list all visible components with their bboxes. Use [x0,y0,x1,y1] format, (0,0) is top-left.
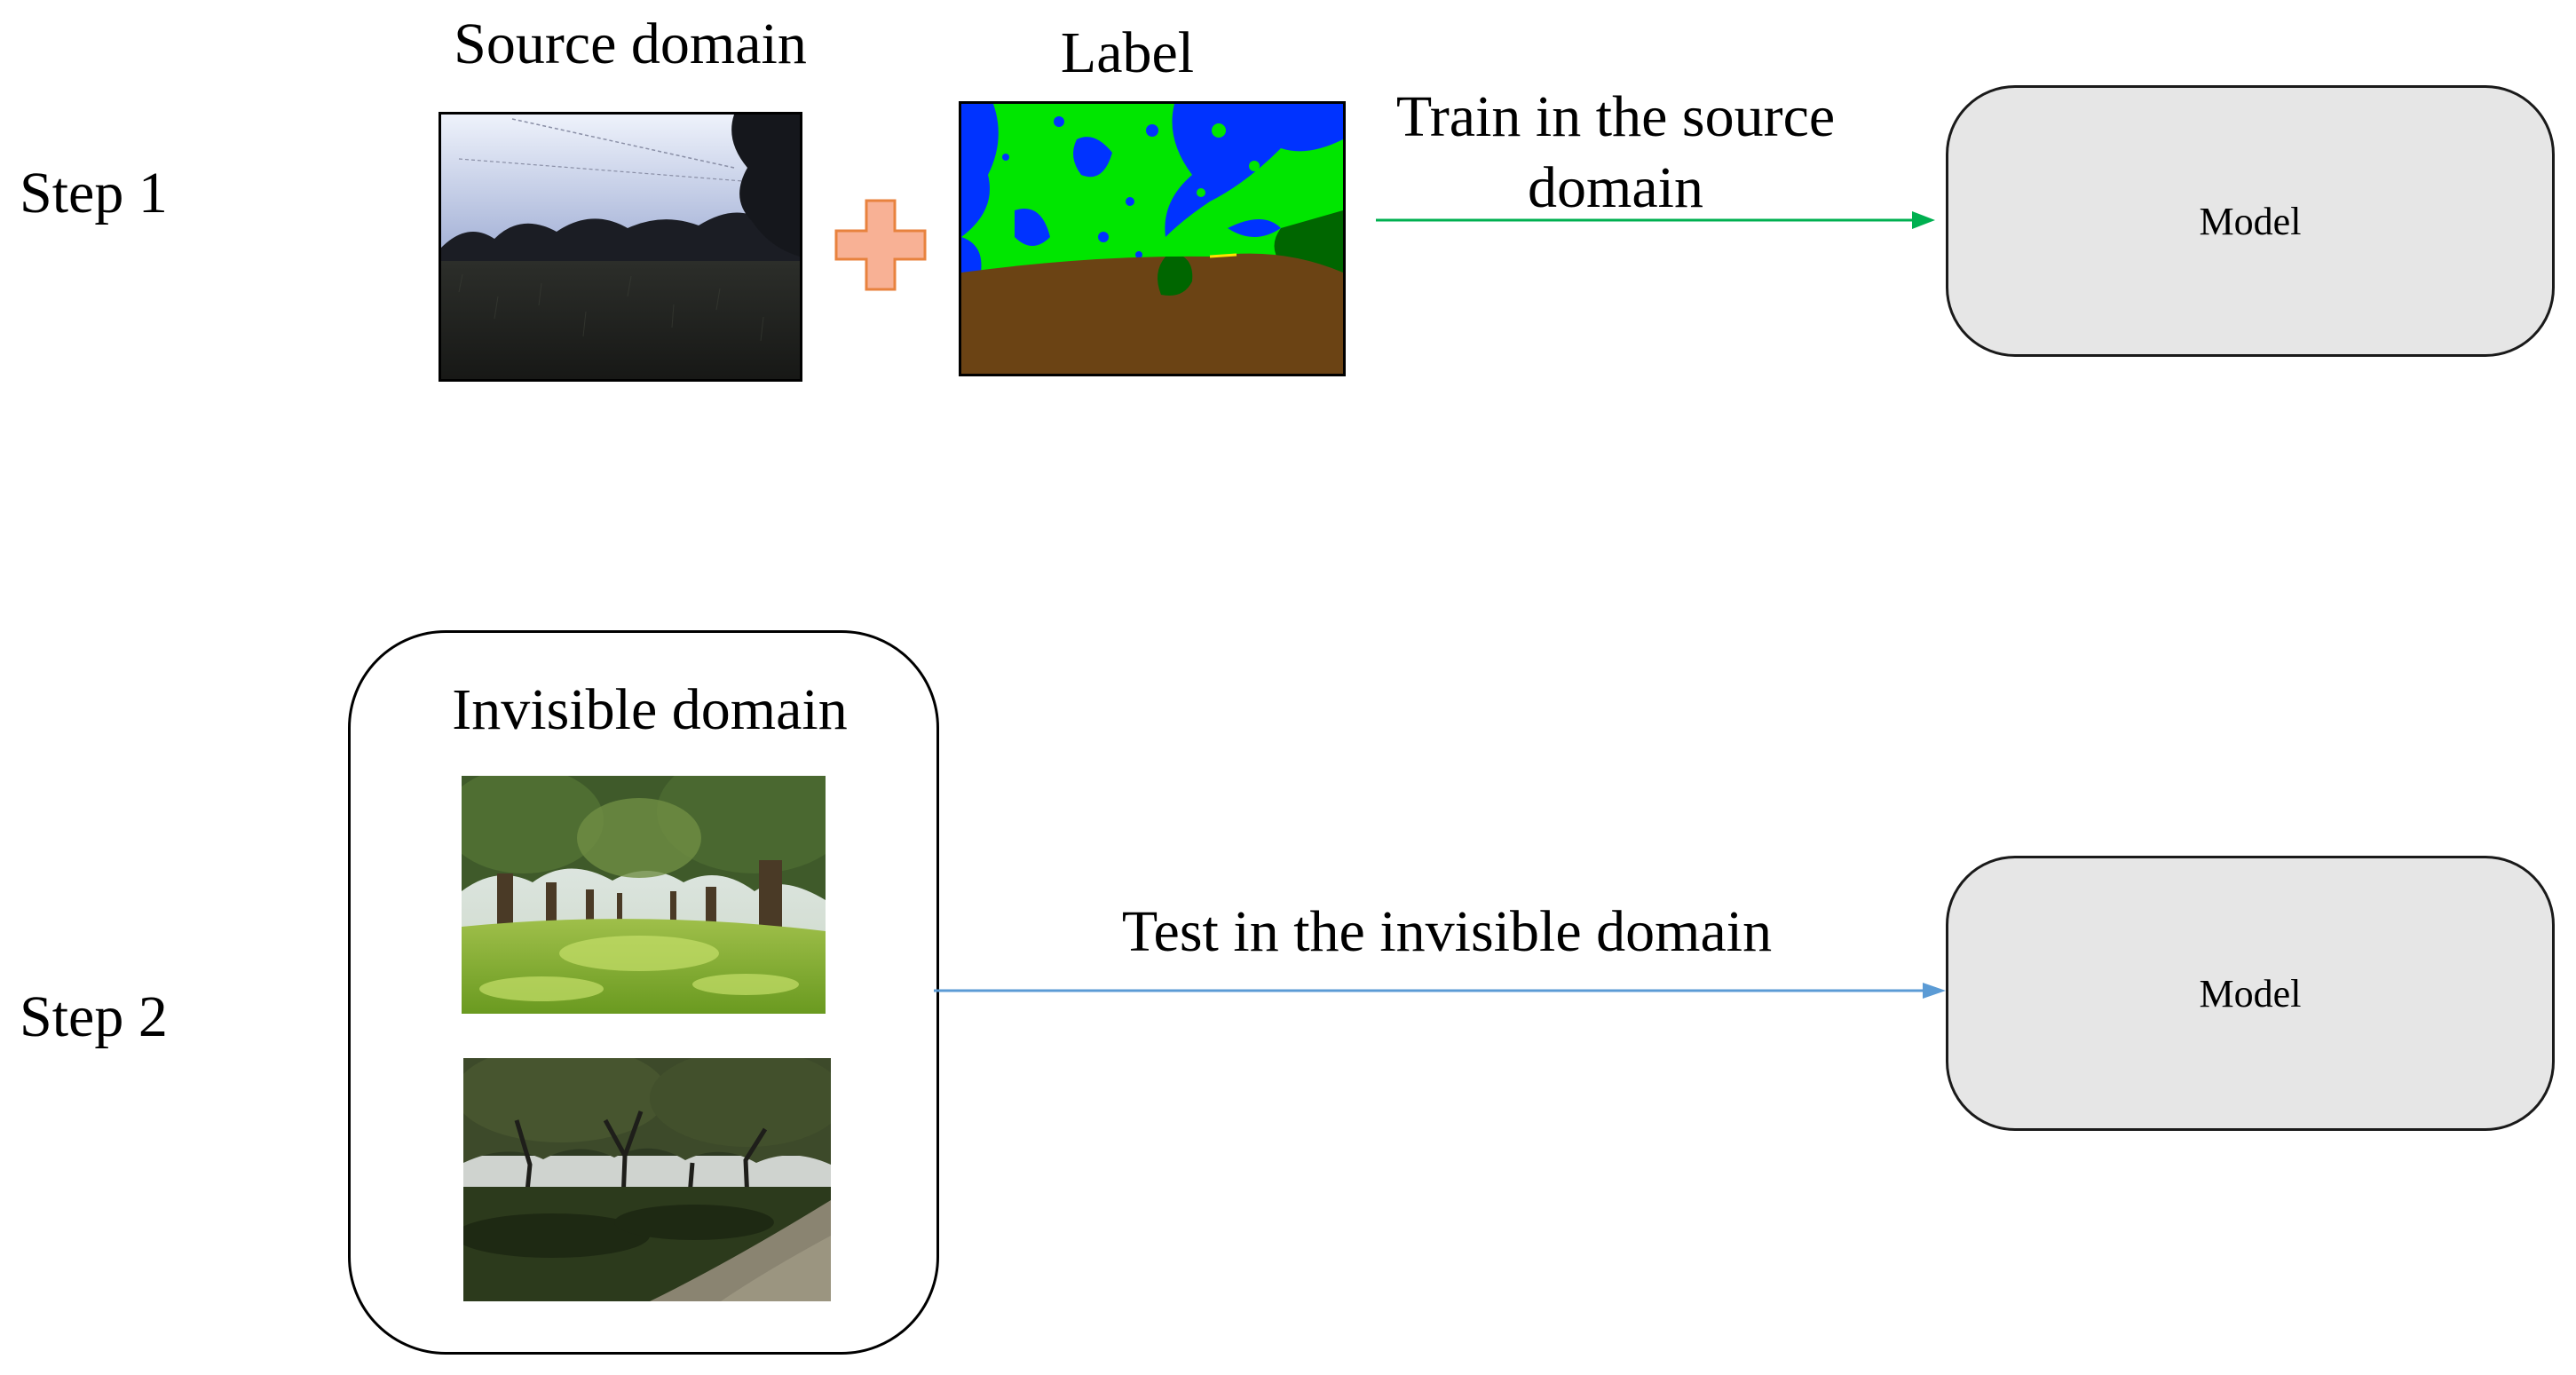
train-arrow-caption-line1: Train in the source [1395,84,1836,149]
train-arrow-caption: Train in the source domain [1331,82,1900,224]
invisible-domain-caption: Invisible domain [452,677,848,742]
model-label-step-1: Model [2199,199,2302,243]
model-label-step-2: Model [2199,971,2302,1015]
label-caption: Label [1060,20,1195,85]
invisible-domain-image-1 [462,776,826,1014]
step-1-label: Step 1 [20,161,168,225]
plus-icon [833,197,928,293]
invisible-domain-image-2 [463,1058,831,1301]
step-2-label: Step 2 [20,984,168,1049]
model-box-step-2: Model [1946,856,2555,1131]
test-arrow [934,983,1946,999]
train-arrow-caption-line2: domain [1528,155,1703,220]
source-domain-image [439,112,802,382]
train-arrow [1376,211,1935,229]
label-image [959,101,1346,376]
model-box-step-1: Model [1946,85,2555,357]
test-arrow-caption: Test in the invisible domain [1121,899,1773,964]
source-domain-caption: Source domain [454,12,807,76]
